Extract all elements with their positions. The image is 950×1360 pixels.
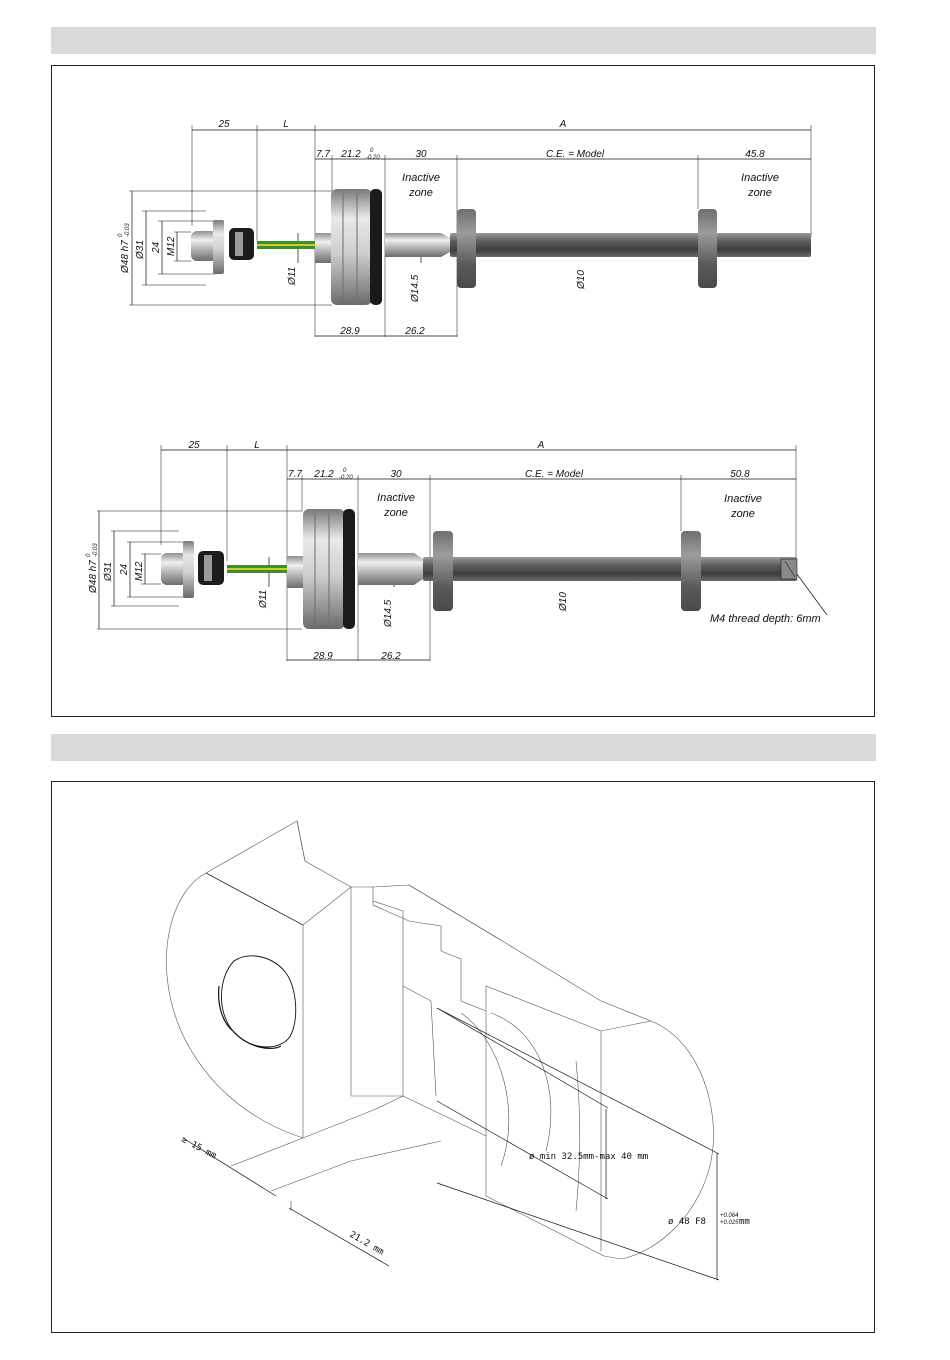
- bore-48-unit: mm: [739, 1217, 750, 1227]
- dim-7-7: 7.7: [288, 469, 302, 480]
- dia-11: Ø11: [258, 590, 269, 609]
- extension-lines-2: [97, 445, 797, 661]
- dim-28-9: 28.9: [339, 326, 360, 337]
- mounting-block-outline: [166, 820, 714, 1260]
- dia-48: Ø48 h7: [88, 560, 99, 594]
- connector-m12: [161, 553, 187, 585]
- wire-green: [227, 565, 287, 568]
- thread-m12: M12: [134, 561, 145, 581]
- mounting-drawing-svg: ≥ 15 mm 21.2 mm ø min 32.5mm-max 40 mm ø…: [166, 820, 750, 1281]
- dim-21-2: 21.2: [313, 469, 334, 480]
- sensor-drawings-panel: 25 L A 7.7 21.2 0 -0.20 30 C.E. = Model …: [51, 65, 875, 717]
- dia-10: Ø10: [558, 592, 569, 612]
- inactive-zone-right-line1: Inactive: [741, 172, 779, 184]
- inactive-zone-left-line2: zone: [383, 507, 408, 519]
- inactive-zone-stop-left: [433, 531, 453, 611]
- sensor-neck: [315, 233, 335, 263]
- dim-l: L: [254, 440, 260, 451]
- inactive-zone-right-line2: zone: [747, 187, 772, 199]
- o-ring-seal: [343, 509, 355, 629]
- inactive-zone-left-line1: Inactive: [377, 492, 415, 504]
- sensor-body-2: [161, 509, 798, 629]
- o-ring-seal: [370, 189, 382, 305]
- tol-21-2-upper: 0: [343, 468, 347, 474]
- wire-yellow: [227, 568, 287, 570]
- tol-21-2-lower: -0.20: [339, 475, 353, 481]
- sensor-rod: [423, 557, 797, 581]
- sensor-shaft: [385, 233, 450, 257]
- dim-28-9: 28.9: [312, 651, 333, 662]
- sensor-drawing-1: 25 L A 7.7 21.2 0 -0.20 30 C.E. = Model …: [118, 119, 812, 337]
- tol-21-2-lower: -0.20: [366, 155, 380, 161]
- dim-26-2: 26.2: [380, 651, 401, 662]
- dim-21-2: 21.2: [340, 149, 361, 160]
- inactive-zone-stop-right: [698, 209, 717, 288]
- inactive-zone-stop-right: [681, 531, 701, 611]
- dim-30: 30: [390, 469, 402, 480]
- dimension-labels-1: 25 L A 7.7 21.2 0 -0.20 30 C.E. = Model …: [118, 119, 779, 337]
- bore-range-label: ø min 32.5mm-max 40 mm: [529, 1152, 648, 1162]
- dim-30: 30: [415, 149, 427, 160]
- dim-25: 25: [187, 440, 200, 451]
- dim-ce: C.E. = Model: [546, 149, 605, 160]
- dim-26-2: 26.2: [404, 326, 425, 337]
- dim-25: 25: [217, 119, 230, 130]
- dia-31: Ø31: [135, 240, 146, 260]
- sensor-body-1: [191, 189, 811, 305]
- inactive-zone-right-line2: zone: [730, 508, 755, 520]
- tol-48-lower: -0.03: [93, 543, 99, 557]
- inactive-zone-left-line2: zone: [408, 187, 433, 199]
- dim-end: 50.8: [730, 469, 750, 480]
- mounting-drawing-panel: ≥ 15 mm 21.2 mm ø min 32.5mm-max 40 mm ø…: [51, 781, 875, 1333]
- section-header-bar-bottom: [51, 734, 876, 761]
- dia-24: 24: [151, 241, 162, 254]
- inactive-zone-stop-left: [457, 209, 476, 288]
- dim-ce: C.E. = Model: [525, 469, 584, 480]
- tol-48-upper: 0: [118, 233, 124, 237]
- sensor-neck: [287, 556, 307, 588]
- mounting-bore-detail: [218, 955, 297, 1049]
- sensor-flange-body: [331, 189, 372, 305]
- m4-thread-note: M4 thread depth: 6mm: [710, 613, 821, 625]
- dia-48: Ø48 h7: [120, 240, 131, 274]
- dia-10: Ø10: [576, 270, 587, 290]
- bore-48-tol-lower: +0.025: [720, 1220, 739, 1226]
- sensor-drawings-svg: 25 L A 7.7 21.2 0 -0.20 30 C.E. = Model …: [86, 119, 828, 662]
- dia-24: 24: [119, 563, 130, 576]
- thread-m12: M12: [166, 236, 177, 256]
- bore-hole-outline: [221, 955, 297, 1048]
- dia-31: Ø31: [103, 562, 114, 582]
- connector-flange: [183, 541, 194, 598]
- dim-a: A: [559, 119, 567, 130]
- wire-yellow: [257, 244, 315, 246]
- bore-48-label: ø 48 F8: [668, 1217, 706, 1227]
- sensor-rod: [450, 233, 811, 257]
- section-header-bar-top: [51, 27, 876, 54]
- dia-14-5: Ø14.5: [410, 274, 421, 303]
- dimension-labels-2: 25 L A 7.7 21.2 0 -0.20 30 C.E. = Model …: [86, 440, 821, 662]
- tol-21-2-upper: 0: [370, 148, 374, 154]
- tol-48-upper: 0: [86, 553, 92, 557]
- bore-48-tol-upper: +0.064: [720, 1213, 739, 1219]
- depth-15-label: ≥ 15 mm: [180, 1135, 218, 1162]
- connector-flange: [213, 220, 224, 274]
- sensor-drawing-2: 25 L A 7.7 21.2 0 -0.20 30 C.E. = Model …: [86, 440, 828, 662]
- dim-l: L: [283, 119, 289, 130]
- depth-21-2-label: 21.2 mm: [348, 1230, 386, 1258]
- tol-48-lower: -0.03: [125, 223, 131, 237]
- sensor-flange-body: [303, 509, 345, 629]
- dim-end: 45.8: [745, 149, 765, 160]
- sensor-shaft: [358, 553, 423, 585]
- dim-a: A: [537, 440, 545, 451]
- mounting-labels: ≥ 15 mm 21.2 mm ø min 32.5mm-max 40 mm ø…: [180, 1135, 750, 1258]
- dim-7-7: 7.7: [316, 149, 330, 160]
- mounting-dimensions: [182, 872, 720, 1281]
- dia-11: Ø11: [287, 267, 298, 286]
- wire-green: [257, 241, 315, 244]
- connector-m12: [191, 231, 217, 261]
- inactive-zone-left-line1: Inactive: [402, 172, 440, 184]
- dia-14-5: Ø14.5: [383, 599, 394, 628]
- inactive-zone-right-line1: Inactive: [724, 493, 762, 505]
